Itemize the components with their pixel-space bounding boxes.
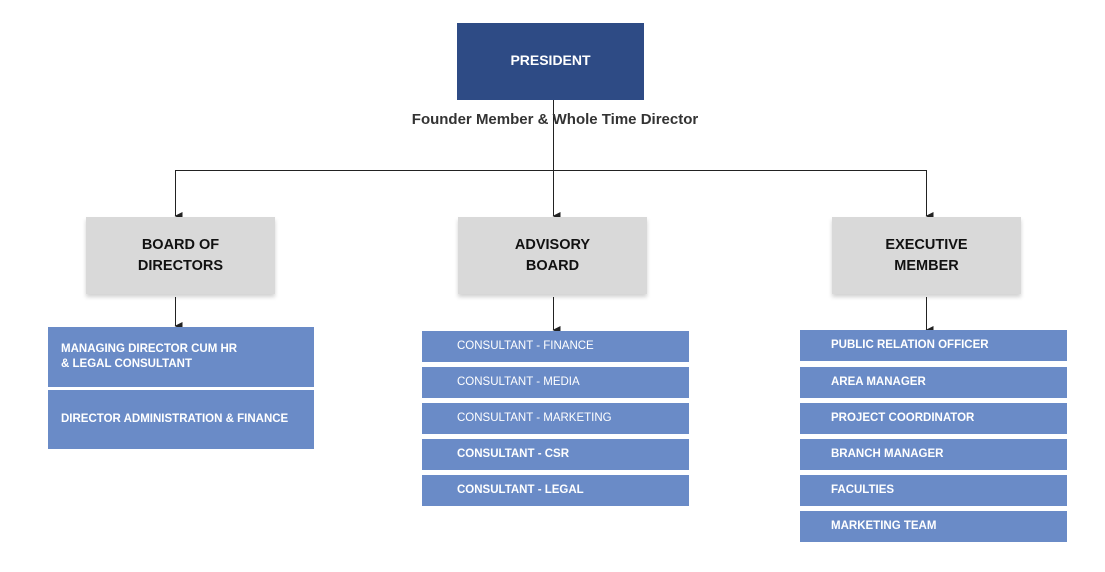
board-of-directors-box: BOARD OF DIRECTORS — [86, 217, 275, 294]
board-of-directors-title: BOARD OF DIRECTORS — [137, 236, 224, 274]
president-title: PRESIDENT — [510, 52, 591, 68]
president-subtitle: Founder Member & Whole Time Director — [411, 111, 699, 128]
list-item: CONSULTANT - LEGAL — [422, 475, 689, 506]
list-item: CONSULTANT - CSR — [422, 439, 689, 470]
list-item: MARKETING TEAM — [800, 511, 1067, 542]
list-item: CONSULTANT - MEDIA — [422, 367, 689, 398]
executive-member-box: EXECUTIVE MEMBER — [832, 217, 1021, 294]
list-item: CONSULTANT - FINANCE — [422, 331, 689, 362]
list-item: PROJECT COORDINATOR — [800, 403, 1067, 434]
list-item: FACULTIES — [800, 475, 1067, 506]
list-item: DIRECTOR ADMINISTRATION & FINANCE — [48, 390, 314, 449]
list-item: PUBLIC RELATION OFFICER — [800, 330, 1067, 361]
advisory-board-box: ADVISORY BOARD — [458, 217, 647, 294]
list-item: AREA MANAGER — [800, 367, 1067, 398]
executive-member-title: EXECUTIVE MEMBER — [885, 236, 968, 274]
president-box: PRESIDENT — [457, 23, 644, 100]
list-item: BRANCH MANAGER — [800, 439, 1067, 470]
list-item: CONSULTANT - MARKETING — [422, 403, 689, 434]
list-item: MANAGING DIRECTOR CUM HR & LEGAL CONSULT… — [48, 327, 314, 387]
advisory-board-title: ADVISORY BOARD — [514, 236, 591, 274]
